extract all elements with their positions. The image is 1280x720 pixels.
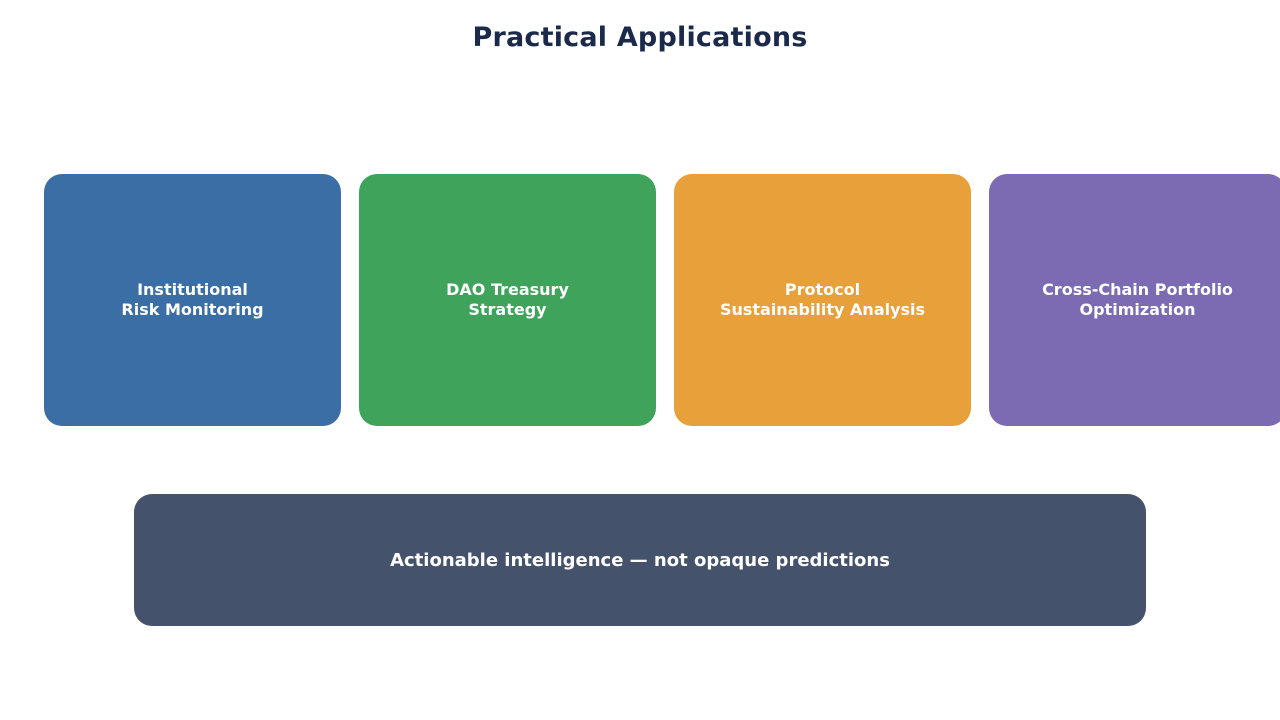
card-label: DAO Treasury Strategy — [446, 280, 569, 319]
page-title: Practical Applications — [472, 22, 808, 53]
summary-banner: Actionable intelligence — not opaque pre… — [134, 494, 1146, 626]
card-label: Protocol Sustainability Analysis — [719, 280, 926, 319]
application-cards: Institutional Risk Monitoring DAO Treasu… — [44, 174, 1280, 426]
card-institutional-risk-monitoring: Institutional Risk Monitoring — [44, 174, 341, 426]
card-label: Cross-Chain Portfolio Optimization — [1042, 280, 1233, 319]
card-dao-treasury-strategy: DAO Treasury Strategy — [359, 174, 656, 426]
card-protocol-sustainability-analysis: Protocol Sustainability Analysis — [674, 174, 971, 426]
banner-label: Actionable intelligence — not opaque pre… — [390, 549, 890, 571]
card-label: Institutional Risk Monitoring — [121, 280, 264, 319]
card-cross-chain-portfolio-optimization: Cross-Chain Portfolio Optimization — [989, 174, 1280, 426]
